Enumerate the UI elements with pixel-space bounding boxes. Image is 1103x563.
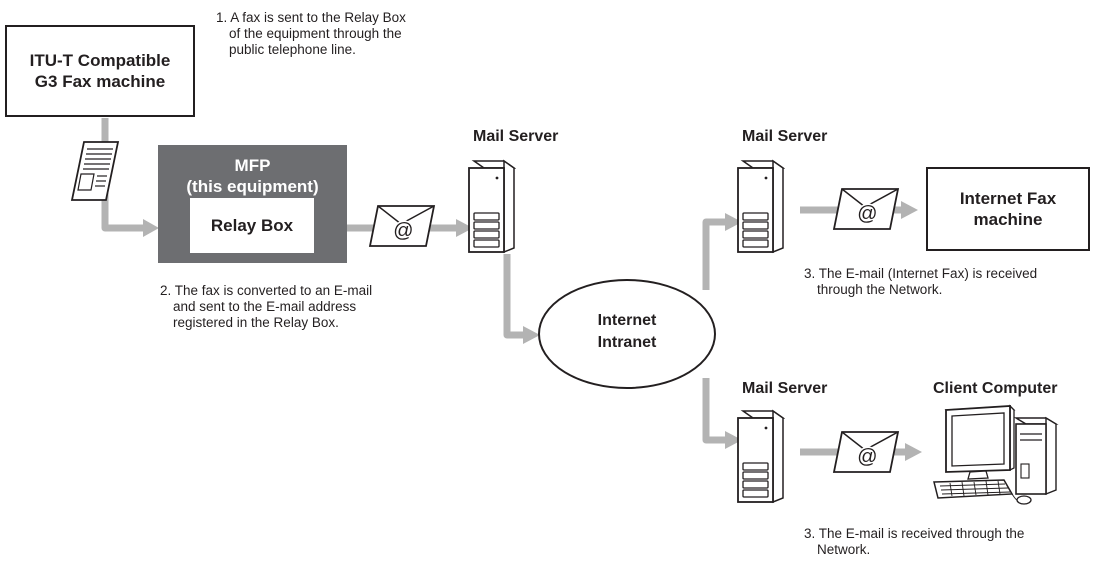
mfp-sublabel: (this equipment) [186,177,319,196]
arrowhead-relay [143,219,159,237]
network-label: Internet Intranet [540,310,714,354]
envelope-at-symbol: @ [393,220,413,242]
step3a-note-line-1: 3. The E-mail (Internet Fax) is received [804,266,1038,281]
mail-server-3-title: Mail Server [742,380,828,397]
mfp-label: MFP [234,156,271,175]
network-cloud [538,279,716,389]
envelope-at-symbol: @ [857,446,877,468]
cloud-to-server-2-line [702,218,727,290]
server-icon [468,159,516,254]
envelope-icon: @ [832,188,900,230]
network-label-2: Intranet [597,334,657,351]
cloud-to-server-3-line [702,378,727,444]
step3b-note-line-1: 3. The E-mail is received through the [804,526,1025,541]
step1-note-line-1: 1. A fax is sent to the Relay Box [216,10,406,25]
relay-box-label: Relay Box [210,215,294,235]
step2-note-line-3: registered in the Relay Box. [173,315,339,330]
step3a-note: 3. The E-mail (Internet Fax) is received… [804,266,1037,298]
step3a-note-line-2: through the Network. [817,282,943,297]
server-to-cloud-line [503,254,525,339]
step3b-note: 3. The E-mail is received through the Ne… [804,526,1024,558]
mail-server-2-title: Mail Server [742,128,828,145]
step2-note-line-2: and sent to the E-mail address [173,299,357,314]
internet-fax-label-2: machine [973,210,1043,229]
step2-note-line-1: 2. The fax is converted to an E-mail [160,283,373,298]
envelope-icon: @ [832,431,900,473]
arrowhead-internet-fax [901,201,918,219]
arrowhead-cloud [523,326,540,344]
server-icon [737,159,785,254]
fax-machine-label-2: G3 Fax machine [34,72,166,91]
arrowhead-server-3 [725,431,742,449]
relay-box: Relay Box [190,198,314,253]
arrowhead-server-2 [725,213,742,231]
client-computer-title: Client Computer [933,380,1058,397]
fax-machine-box: ITU-T Compatible G3 Fax machine [5,25,195,117]
internet-fax-box: Internet Fax machine [926,167,1090,251]
mail-server-1-title: Mail Server [473,128,559,145]
document-icon [70,141,120,201]
step1-note-line-2: of the equipment through the [229,26,402,41]
step3b-note-line-2: Network. [817,542,871,557]
arrowhead-client [905,443,922,461]
envelope-at-symbol: @ [857,203,877,225]
computer-icon [933,404,1059,505]
server-icon [737,409,785,504]
arrowhead-server-1 [456,219,473,237]
internet-fax-label-1: Internet Fax [959,189,1057,208]
step1-note: 1. A fax is sent to the Relay Box of the… [216,10,406,58]
mfp-title: MFP (this equipment) [158,155,347,197]
envelope-icon: @ [368,205,436,247]
step2-note: 2. The fax is converted to an E-mail and… [160,283,372,331]
step1-note-line-3: public telephone line. [229,42,356,57]
fax-machine-label-1: ITU-T Compatible [29,51,171,70]
network-label-1: Internet [597,312,657,329]
